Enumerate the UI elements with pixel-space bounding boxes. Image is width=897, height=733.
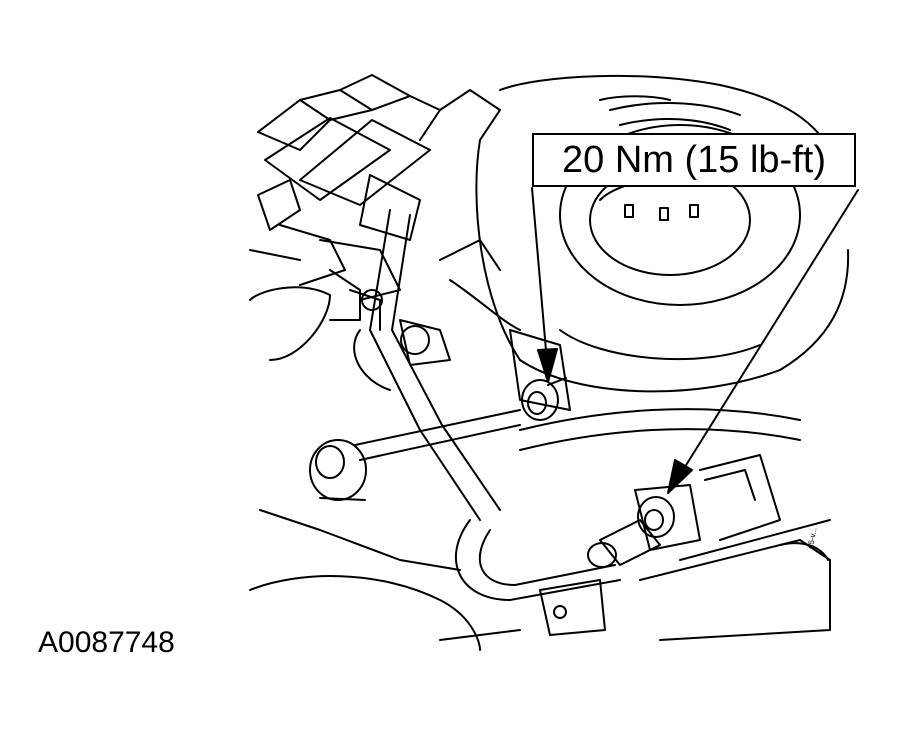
lower-right-block bbox=[539, 539, 831, 641]
torque-value: 20 Nm (15 lb-ft) bbox=[562, 138, 826, 181]
lower-hose bbox=[454, 408, 801, 601]
tube-assembly bbox=[353, 209, 521, 521]
upper-fitting bbox=[509, 329, 571, 421]
arrowhead-lower bbox=[667, 459, 693, 494]
arrow-upper bbox=[531, 187, 548, 363]
torque-callout: 20 Nm (15 lb-ft) bbox=[532, 133, 856, 187]
left-fitting bbox=[309, 409, 521, 501]
arrow-lower bbox=[682, 189, 859, 471]
lower-fitting bbox=[634, 454, 831, 561]
lower-left-housing bbox=[249, 286, 521, 651]
arrowhead-upper bbox=[537, 348, 558, 383]
torque-arrows bbox=[531, 187, 859, 494]
canister-housing bbox=[475, 74, 850, 393]
figure-id: A0087748 bbox=[38, 626, 175, 659]
upper-left-bracket bbox=[249, 74, 501, 331]
